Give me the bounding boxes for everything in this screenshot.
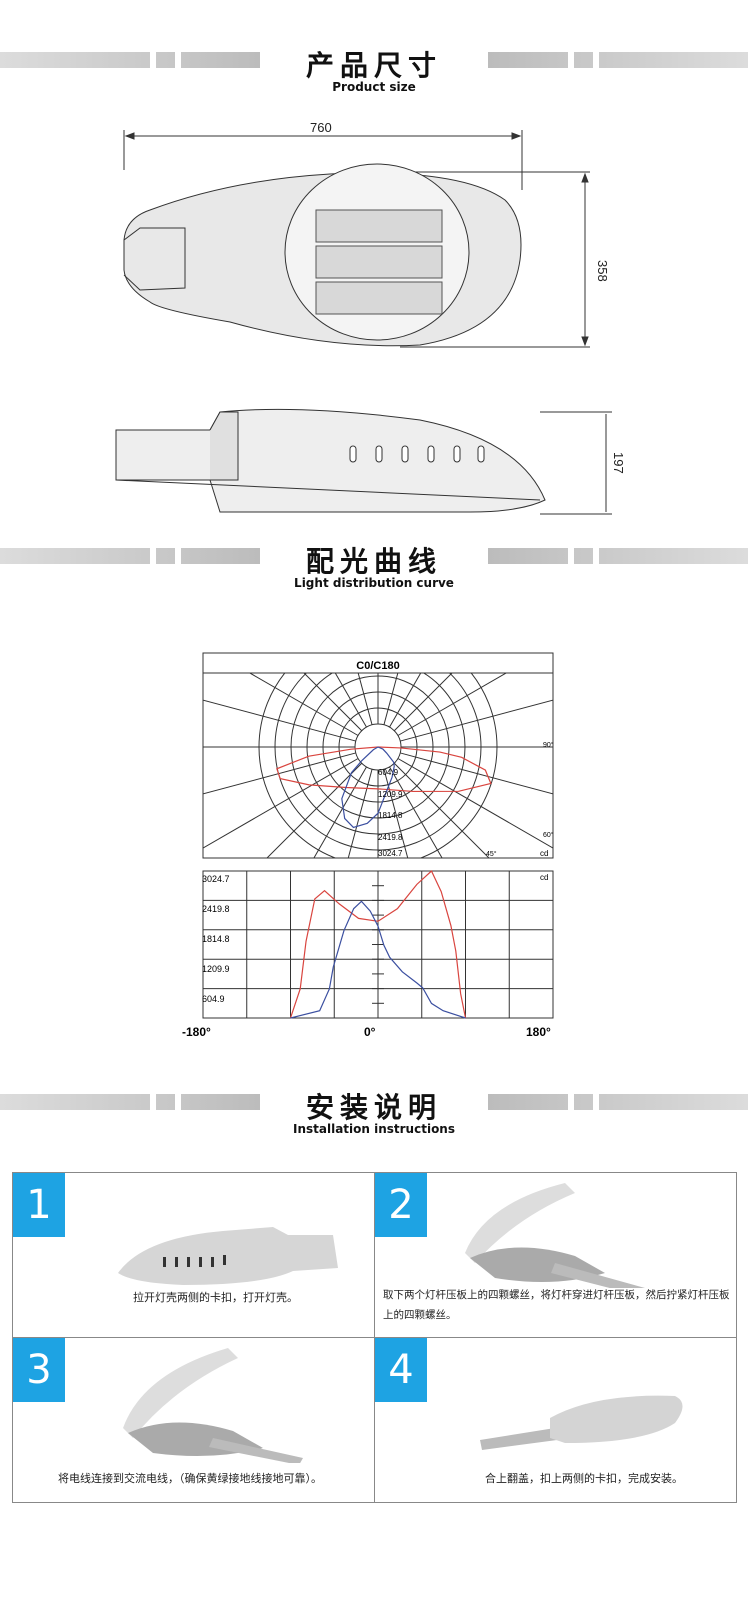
ring-label: 3024.7 [378,849,403,858]
polar-spoke [400,752,553,795]
step-number: 4 [375,1338,427,1402]
angle-label: 60° [543,831,554,839]
dimension-height: 197 [611,452,626,474]
polar-grid [203,673,553,858]
y-tick-label: 1209.9 [202,964,230,974]
step-number: 3 [13,1338,65,1402]
section-title: 安装说明 [305,1091,442,1124]
step-number: 1 [13,1173,65,1237]
polar-spoke [347,769,373,858]
lamp-wiring-photo [123,1348,303,1463]
polar-spoke [203,752,356,795]
polar-chart: C0/C180 604.9 1209.9 1814.8 2419.8 3024.… [202,652,554,859]
linear-chart: 3024.7 2419.8 1814.8 1209.9 604.9 cd -18… [182,870,554,1039]
polar-spoke [400,699,553,742]
polar-spoke [397,758,553,849]
decor-bar [0,52,260,68]
ring-label: 2419.8 [378,833,403,842]
x-tick-label: -180° [182,1025,211,1039]
polar-curve-series-1 [276,746,492,793]
decor-bar [488,1094,748,1110]
section-header-product-size: 产品尺寸 Product size [0,44,748,114]
decor-bar [0,1094,260,1110]
x-tick-label: 180° [526,1025,551,1039]
lamp-installed-photo [480,1395,683,1450]
angle-label: 90° [543,741,554,749]
section-header-light-distribution: 配光曲线 Light distribution curve [0,540,748,610]
dimension-width: 358 [595,260,610,282]
polar-spoke [383,769,409,858]
section-subtitle: Product size [332,80,416,94]
section-header-installation: 安装说明 Installation instructions [0,1086,748,1156]
polar-spoke [393,673,453,732]
polar-spoke [203,699,356,742]
step-caption: 取下两个灯杆压板上的四颗螺丝，将灯杆穿进灯杆压板，然后拧紧灯杆压板上的四颗螺丝。 [383,1289,730,1321]
step-caption: 拉开灯壳两侧的卡扣，打开灯壳。 [133,1291,298,1304]
polar-spoke [389,766,443,858]
step-caption: 合上翻盖，扣上两侧的卡扣，完成安装。 [485,1472,683,1485]
y-tick-label: 2419.8 [202,904,230,914]
polar-title: C0/C180 [356,660,399,672]
section-subtitle: Installation instructions [292,1122,455,1136]
polar-spoke [303,673,363,732]
y-tick-label: 3024.7 [202,874,230,884]
section-subtitle: Light distribution curve [294,576,454,590]
ring-label: 1209.9 [378,790,403,799]
unit-label: cd [540,849,548,858]
dimension-length: 760 [310,120,332,135]
unit-label: cd [540,873,548,882]
polar-spoke [266,762,363,858]
step-4: 4 合上翻盖，扣上两侧的卡扣，完成安装。 [375,1338,737,1503]
decor-bar [0,548,260,564]
step-1: 1 拉开灯壳两侧的卡扣，打开灯壳。 [13,1173,375,1338]
step-number: 2 [375,1173,427,1237]
lamp-open-photo [465,1183,645,1288]
ring-label: 604.9 [378,768,399,777]
polar-spoke [203,758,359,849]
decor-bar [488,52,748,68]
led-modules [315,209,443,315]
lamp-closed-photo [118,1227,338,1285]
line-series-2 [290,900,466,1019]
polar-spoke [313,766,367,858]
polar-spoke [248,673,359,736]
side-view-drawing: 197 [115,408,626,515]
section-title: 产品尺寸 [305,49,442,82]
step-2: 2 取下两个灯杆压板上的四颗螺丝，将灯杆穿进灯杆压板，然后拧紧灯杆压板上的四颗螺… [375,1173,737,1338]
y-tick-label: 1814.8 [202,934,230,944]
polar-spoke [393,762,490,858]
y-tick-label: 604.9 [202,994,225,1004]
ring-label: 1814.8 [378,811,403,820]
step-caption: 将电线连接到交流电线，（确保黄绿接地线接地可靠）。 [58,1472,322,1485]
step-3: 3 将电线连接到交流电线，（确保黄绿接地线接地可靠）。 [13,1338,375,1503]
installation-steps: 1 拉开灯壳两侧的卡扣，打开灯壳。 2 取下两个灯杆压板上的四颗螺丝，将灯杆穿进… [12,1172,737,1503]
line-series-1 [289,870,467,1019]
x-tick-label: 0° [364,1025,376,1039]
decor-bar [488,548,748,564]
angle-label: 45° [486,850,497,858]
top-view-drawing: 760 358 [123,120,610,348]
polar-spoke [397,673,508,736]
polar-curve-series-2 [341,746,395,829]
section-title: 配光曲线 [305,545,442,578]
